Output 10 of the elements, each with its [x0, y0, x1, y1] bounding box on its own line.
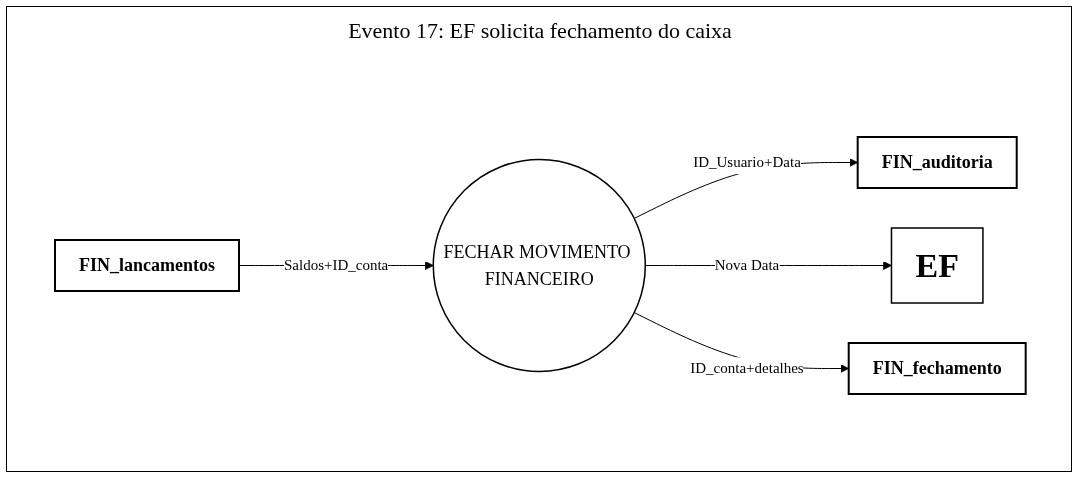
edge-label: Saldos+ID_conta — [283, 256, 388, 273]
diagram-title: Evento 17: EF solicita fechamento do caixa — [347, 18, 733, 44]
node-box: EF — [890, 226, 984, 304]
node-box: FIN_lancamentos — [53, 238, 240, 292]
node-circle: FECHAR MOVIMENTO FINANCEIRO — [432, 158, 646, 372]
edge-label: Nova Data — [714, 256, 779, 273]
node-box: FIN_auditoria — [856, 135, 1018, 189]
edge-label: ID_conta+detalhes — [689, 359, 804, 376]
edge-label: ID_Usuario+Data — [692, 153, 801, 170]
node-box: FIN_fechamento — [847, 341, 1027, 395]
